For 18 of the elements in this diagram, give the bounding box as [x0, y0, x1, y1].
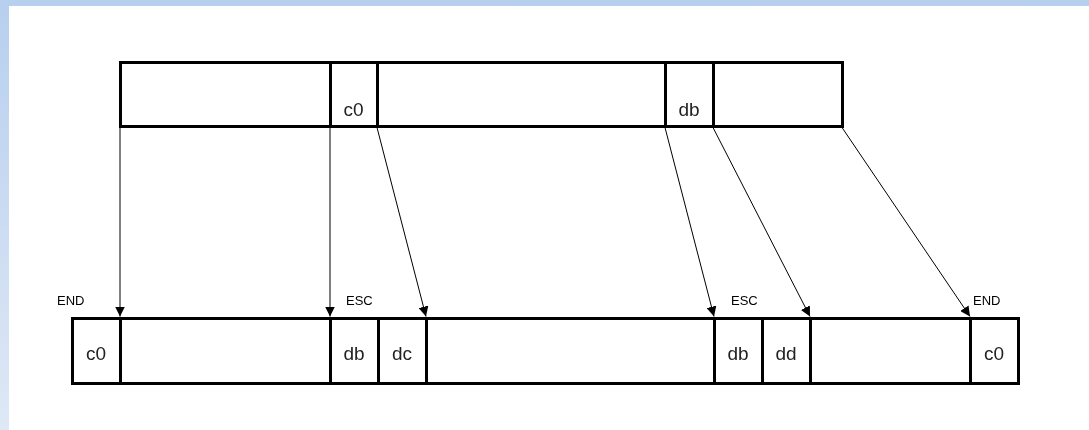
arrow: [376, 127, 429, 317]
marker-label: ESC: [346, 294, 373, 307]
arrow: [841, 127, 971, 317]
marker-label: END: [973, 294, 1001, 307]
arrow: [115, 127, 125, 317]
byte-value: c0: [343, 99, 364, 119]
byte-value: dd: [775, 344, 797, 363]
byte-value: dc: [391, 344, 413, 363]
marker-label: END: [57, 294, 85, 307]
byte-value: c0: [983, 344, 1005, 363]
arrow: [664, 127, 717, 317]
byte-value: db: [727, 344, 749, 363]
byte-value: c0: [85, 344, 107, 363]
byte-value: db: [678, 99, 700, 119]
byte-value: db: [343, 344, 365, 363]
marker-label: ESC: [731, 294, 758, 307]
arrow: [325, 127, 335, 317]
arrow: [712, 127, 811, 317]
